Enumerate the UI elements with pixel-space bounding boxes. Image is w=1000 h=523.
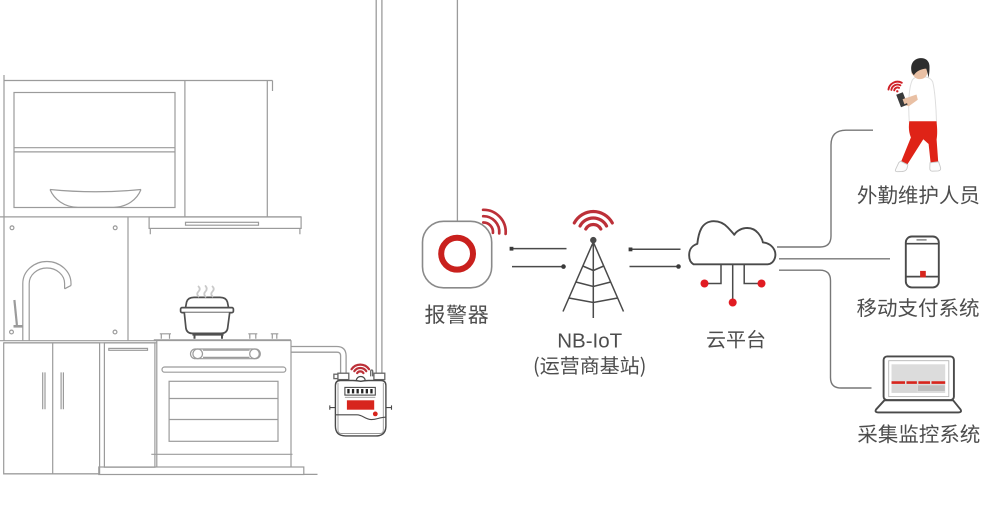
svg-text:NB-IoT: NB-IoT bbox=[557, 330, 622, 353]
